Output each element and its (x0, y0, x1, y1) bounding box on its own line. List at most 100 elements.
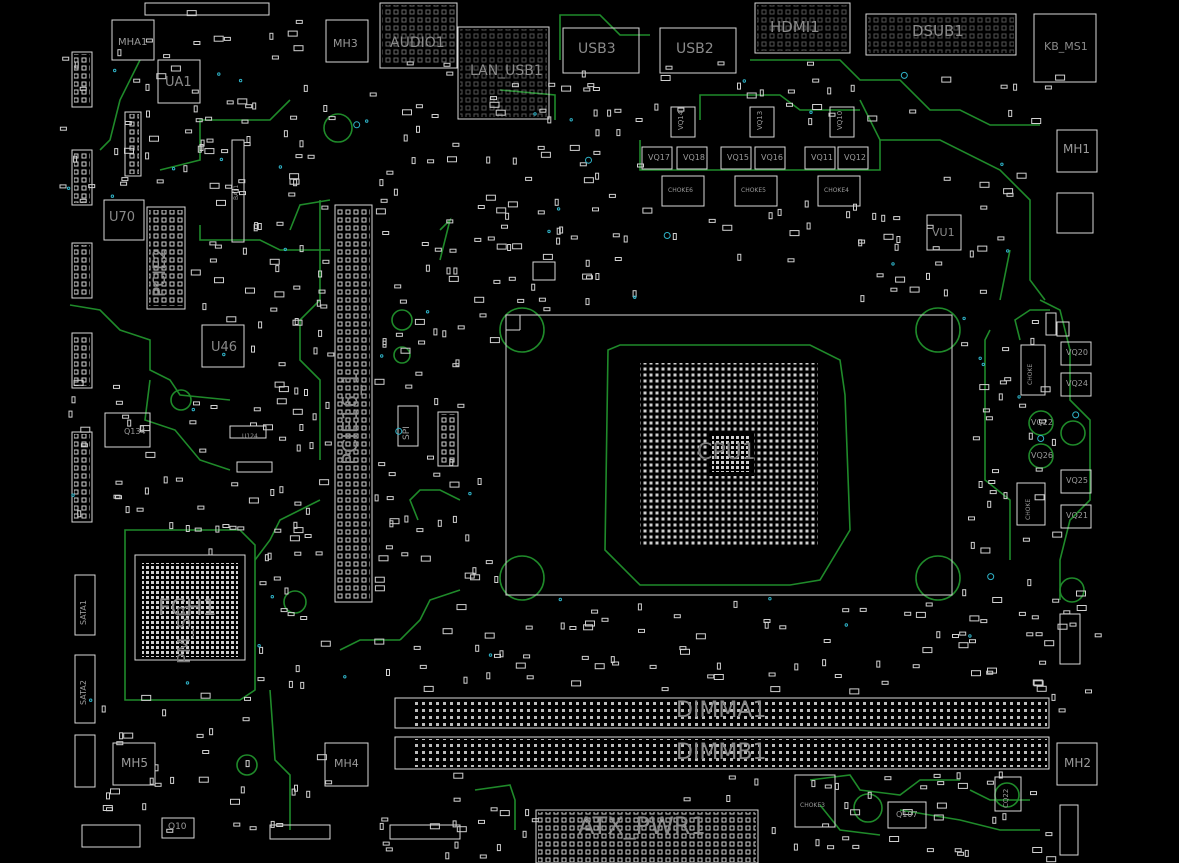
label-vq15: VQ15 (727, 153, 749, 162)
smd-pad (405, 384, 413, 389)
smd-pad (1058, 708, 1066, 713)
label-vu1: VU1 (932, 226, 955, 239)
smd-pad (635, 118, 643, 122)
smd-pad (493, 279, 501, 284)
smd-pad (941, 76, 952, 83)
smd-pad (889, 836, 900, 842)
label-u70: U70 (109, 210, 136, 225)
smd-pad (512, 157, 517, 165)
smd-pad (853, 203, 857, 211)
smd-pad (378, 555, 389, 562)
smd-pad (374, 576, 385, 583)
smd-pad (595, 273, 600, 280)
smd-pad (610, 656, 615, 664)
smd-pad (375, 208, 386, 215)
smd-pad (197, 505, 205, 510)
smd-pad (992, 469, 999, 474)
label-q134: Q134 (124, 427, 146, 436)
via (66, 186, 71, 191)
smd-pad (522, 830, 527, 838)
via (1037, 435, 1045, 442)
label-mha1: MHA1 (118, 37, 148, 48)
smd-pad (770, 686, 781, 693)
smd-pad (303, 84, 308, 92)
via (962, 316, 966, 321)
label-mh2: MH2 (1064, 756, 1092, 770)
label-choke-r1: CHOKE (1027, 363, 1034, 385)
smd-pad (849, 688, 860, 695)
smd-pad (249, 826, 257, 831)
smd-pad (198, 776, 209, 783)
smd-pad (556, 237, 561, 245)
smd-pad (1044, 640, 1055, 647)
smd-pad (421, 242, 429, 246)
smd-pad (276, 221, 284, 226)
smd-pad (318, 329, 323, 337)
smd-pad (881, 680, 889, 685)
smd-pad (986, 670, 994, 675)
smd-pad (489, 101, 500, 108)
smd-pad (79, 198, 87, 203)
smd-pad (1076, 590, 1086, 597)
smd-pad (145, 83, 150, 91)
smd-pad (764, 621, 769, 629)
via (89, 698, 93, 702)
smd-pad (80, 443, 88, 448)
label-mh4: MH4 (334, 757, 359, 770)
smd-pad (453, 772, 464, 779)
via (742, 79, 746, 83)
smd-pad (411, 157, 416, 165)
smd-pad (850, 809, 861, 816)
smd-pad (925, 602, 933, 607)
via (1072, 411, 1080, 419)
smd-pad (1016, 172, 1027, 179)
smd-pad (379, 179, 384, 187)
smd-pad (415, 104, 423, 109)
smd-pad (616, 129, 621, 137)
smd-pad (453, 267, 458, 275)
smd-pad (208, 548, 213, 556)
smd-pad (479, 313, 487, 318)
via (987, 573, 995, 581)
label-choke3: CHOKE3 (800, 802, 825, 809)
smd-pad (230, 798, 240, 805)
label-choke-r2: CHOKE (1025, 498, 1032, 520)
smd-pad (250, 422, 257, 427)
smd-pad (293, 527, 304, 534)
via (380, 354, 384, 358)
smd-pad (193, 105, 198, 113)
smd-pad (1002, 813, 1007, 821)
smd-pad (487, 236, 495, 241)
smd-pad (226, 316, 237, 323)
smd-pad (808, 118, 813, 126)
smd-pad (957, 851, 965, 856)
smd-pad (214, 277, 224, 284)
smd-pad (822, 823, 830, 828)
smd-pad (909, 109, 917, 114)
smd-pad (113, 384, 120, 389)
smd-pad (999, 380, 1007, 385)
smd-pad (456, 826, 467, 833)
smd-pad (612, 661, 620, 666)
smd-pad (537, 145, 545, 150)
smd-pad (722, 224, 733, 231)
smd-pad (486, 156, 491, 164)
smd-pad (1045, 832, 1053, 837)
smd-pad (464, 572, 475, 579)
smd-pad (223, 36, 231, 41)
smd-pad (559, 226, 564, 234)
smd-pad (294, 318, 299, 325)
smd-pad (269, 32, 274, 40)
smd-pad (525, 176, 533, 181)
smd-pad (959, 631, 967, 636)
smd-pad (448, 275, 459, 282)
smd-pad (420, 555, 431, 562)
smd-pad (980, 205, 988, 210)
smd-pad (1035, 467, 1043, 472)
smd-pad (713, 674, 724, 680)
smd-pad (1027, 579, 1032, 587)
smd-pad (206, 138, 214, 143)
label-pcie16: PCIE16_1 (338, 372, 362, 465)
smd-pad (431, 114, 439, 118)
